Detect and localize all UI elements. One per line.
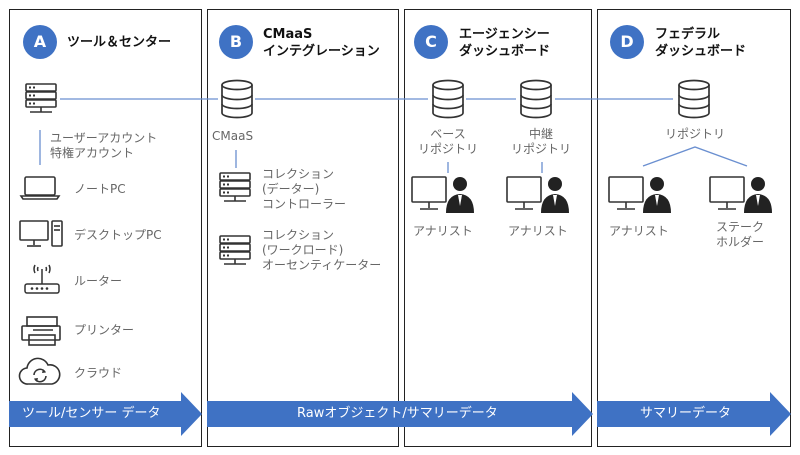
device-laptop-label: ノートPC xyxy=(74,182,126,196)
stakeholder-label: ステーク ホルダー xyxy=(715,220,764,249)
database-icon xyxy=(432,79,464,119)
analyst-workstation-icon xyxy=(608,176,671,213)
database-icon xyxy=(221,79,253,119)
panel-c-title: エージェンシー ダッシュボード xyxy=(459,27,551,59)
accounts-label: ユーザーアカウント 特権アカウント xyxy=(50,131,158,160)
device-desktop-label: デスクトップPC xyxy=(74,228,162,242)
cloud-icon xyxy=(18,357,61,385)
analyst-workstation-icon xyxy=(506,176,569,213)
panel-b xyxy=(207,9,399,447)
stakeholder-workstation-icon xyxy=(709,176,772,213)
device-router-label: ルーター xyxy=(74,274,123,288)
device-cloud-label: クラウド xyxy=(74,366,123,380)
tool-data-arrow xyxy=(9,392,202,436)
base-repo-label: ベース リポジトリ xyxy=(417,127,478,156)
tool-data-arrow-label: ツール/センサー データ xyxy=(22,406,161,421)
desktop-icon xyxy=(19,220,63,247)
router-icon xyxy=(24,264,60,294)
server-icon xyxy=(219,172,251,202)
raw-summary-arrow xyxy=(207,392,593,436)
federal-analyst-label: アナリスト xyxy=(609,224,669,238)
summary-arrow-label: サマリーデータ xyxy=(640,406,732,421)
database-icon xyxy=(520,79,552,119)
panel-d xyxy=(597,9,791,447)
federal-repo-label: リポジトリ xyxy=(664,127,725,141)
analyst-2-label: アナリスト xyxy=(508,224,568,238)
panel-a xyxy=(9,9,202,447)
collection-controller-label: コレクション (データー) コントローラー xyxy=(262,167,347,211)
laptop-icon xyxy=(19,176,61,200)
panel-d-title: フェデラル ダッシュボード xyxy=(655,27,747,59)
cmaas-db-label: CMaaS xyxy=(212,129,254,143)
summary-arrow xyxy=(597,392,791,436)
database-icon xyxy=(678,79,710,119)
relay-repo-label: 中継 リポジトリ xyxy=(510,127,571,156)
printer-icon xyxy=(21,316,61,346)
badge-c: C xyxy=(414,25,448,59)
collection-workload-label: コレクション (ワークロード) オーセンティケーター xyxy=(262,228,382,272)
analyst-1-label: アナリスト xyxy=(413,224,473,238)
badge-b: B xyxy=(219,25,253,59)
device-printer-label: プリンター xyxy=(74,323,135,337)
analyst-workstation-icon xyxy=(411,176,474,213)
panel-a-title: ツール＆センター xyxy=(67,35,172,50)
panel-b-title: CMaaS インテグレーション xyxy=(263,27,380,59)
badge-d: D xyxy=(610,25,644,59)
server-icon xyxy=(25,83,57,113)
raw-summary-arrow-label: Rawオブジェクト/サマリーデータ xyxy=(297,406,498,421)
badge-a: A xyxy=(23,25,57,59)
server-icon xyxy=(219,235,251,265)
